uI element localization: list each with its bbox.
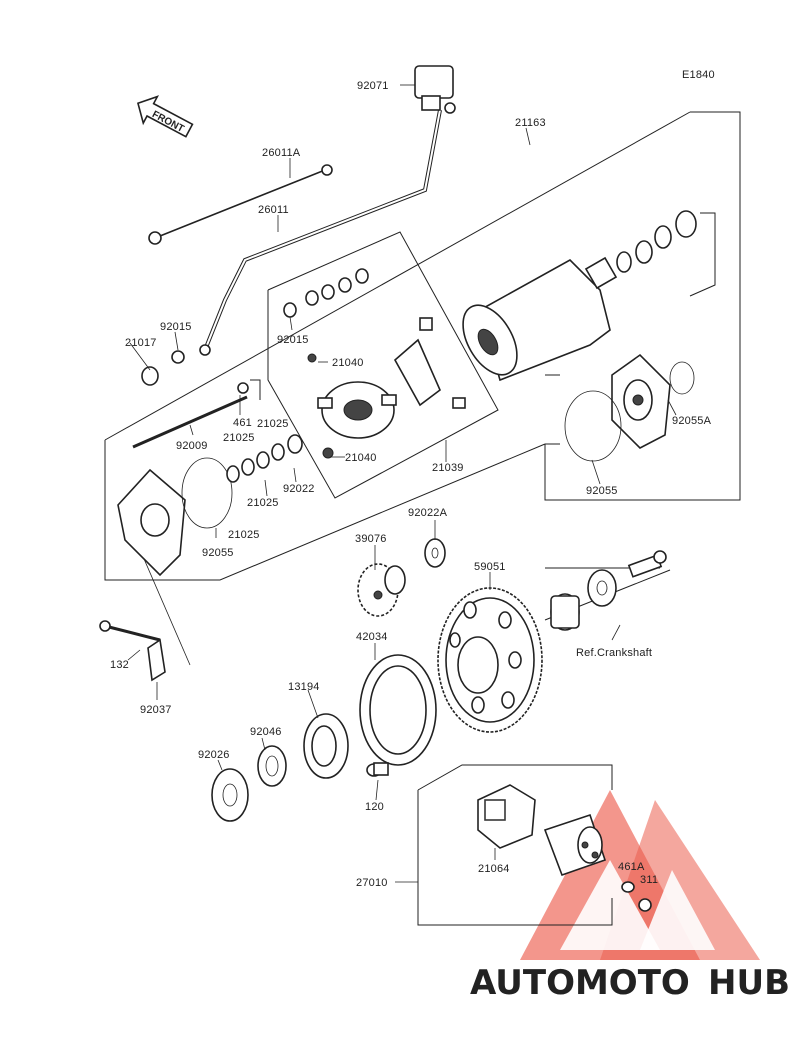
label-92009: 92009 bbox=[176, 440, 208, 452]
label-21040b: 21040 bbox=[345, 452, 377, 464]
label-92037: 92037 bbox=[140, 704, 172, 716]
starter-motor bbox=[462, 210, 697, 382]
label-26011: 26011 bbox=[258, 204, 289, 216]
label-92055a: 92055 bbox=[586, 485, 618, 497]
end-cover-right bbox=[564, 353, 695, 462]
label-42034: 42034 bbox=[356, 631, 388, 643]
label-21025d: 21025 bbox=[228, 529, 260, 541]
label-120: 120 bbox=[365, 801, 384, 813]
label-59051: 59051 bbox=[474, 561, 506, 573]
label-21039: 21039 bbox=[432, 462, 464, 474]
label-92015a: 92015 bbox=[160, 321, 192, 333]
label-461A: 461A bbox=[618, 861, 645, 873]
watermark-part2: HUB bbox=[708, 963, 790, 1003]
brush-holder bbox=[283, 268, 466, 459]
watermark-logo bbox=[520, 790, 760, 960]
watermark-part1: AUTOMOTO bbox=[470, 963, 690, 1003]
label-311: 311 bbox=[640, 874, 658, 886]
label-92055b: 92055 bbox=[202, 547, 234, 559]
diagram-code: E1840 bbox=[682, 69, 715, 81]
label-92055A: 92055A bbox=[672, 415, 712, 427]
end-cover-left bbox=[117, 350, 303, 577]
cables bbox=[148, 65, 456, 356]
label-92022: 92022 bbox=[283, 483, 315, 495]
label-39076: 39076 bbox=[355, 533, 387, 545]
label-21064: 21064 bbox=[478, 863, 510, 875]
label-27010: 27010 bbox=[356, 877, 388, 889]
label-21163: 21163 bbox=[515, 117, 546, 129]
label-92026: 92026 bbox=[198, 749, 230, 761]
label-26011A: 26011A bbox=[262, 147, 301, 159]
label-92022A: 92022A bbox=[408, 507, 448, 519]
label-21025a: 21025 bbox=[257, 418, 289, 430]
part-labels: E1840 92071 21163 26011A 26011 92015 920… bbox=[110, 69, 715, 889]
label-132: 132 bbox=[110, 659, 129, 671]
label-92071: 92071 bbox=[357, 80, 389, 92]
label-21025b: 21025 bbox=[223, 432, 255, 444]
label-21025c: 21025 bbox=[247, 497, 279, 509]
watermark-text: AUTOMOTO HUB bbox=[470, 963, 790, 1003]
label-ref-crankshaft: Ref.Crankshaft bbox=[576, 647, 652, 659]
leader-lines bbox=[127, 84, 677, 883]
label-92046: 92046 bbox=[250, 726, 282, 738]
front-arrow: FRONT bbox=[136, 95, 194, 138]
gear-assembly bbox=[99, 538, 667, 822]
label-92015b: 92015 bbox=[277, 334, 309, 346]
solenoid bbox=[477, 784, 652, 912]
label-13194: 13194 bbox=[288, 681, 320, 693]
label-21017: 21017 bbox=[125, 337, 157, 349]
label-461: 461 bbox=[233, 417, 252, 429]
label-21040a: 21040 bbox=[332, 357, 364, 369]
